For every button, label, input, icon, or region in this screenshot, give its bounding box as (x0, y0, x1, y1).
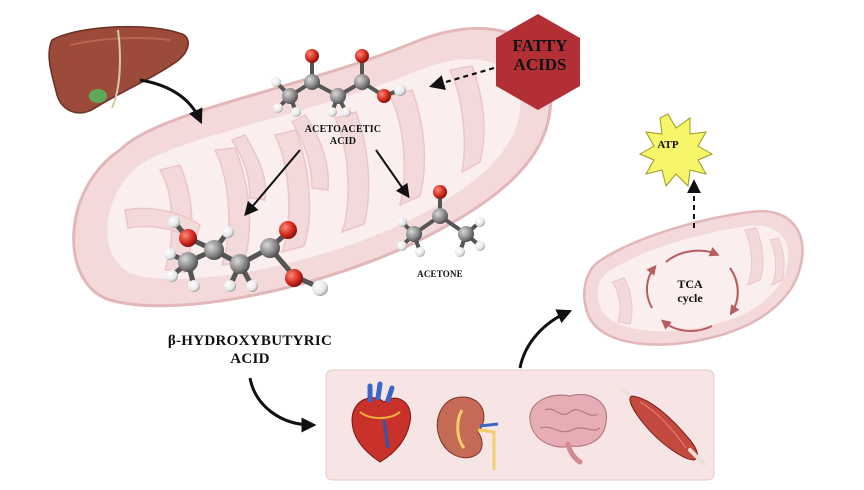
atp-starburst (638, 113, 714, 188)
bhb-label-line2: ACID (230, 351, 270, 367)
tca-cycle-label-line1: TCA (677, 277, 703, 291)
organ-panel (325, 369, 715, 481)
tca-cycle-arrows (646, 247, 740, 332)
liver-icon (48, 25, 189, 114)
acetoacetic-acid-label: ACETOACETIC ACID (288, 124, 398, 148)
fatty-acids-label-line2: ACIDS (513, 55, 567, 74)
tca-cycle-label-line2: cycle (677, 291, 703, 305)
acetone-molecule (397, 185, 485, 257)
acetoacetic-acid-label-line2: ACID (329, 136, 357, 147)
mitochondrion-small (583, 209, 804, 346)
bhb-to-organs-arrow (248, 377, 317, 433)
fatty-acids-to-acetoacetic-arrow (429, 66, 495, 90)
fatty-acids-label-line1: FATTY (512, 36, 568, 55)
acetoacetic-acid-molecule (271, 49, 406, 117)
fatty-acids-hexagon (496, 14, 580, 110)
tca-cycle-label: TCA cycle (655, 277, 725, 305)
liver-to-mito-arrow (139, 78, 203, 125)
kidney-icon (436, 396, 499, 470)
bhb-label-line1: β-HYDROXYBUTYRIC (167, 333, 333, 349)
acetoacetic-acid-label-line1: ACETOACETIC (304, 124, 382, 135)
organs-to-tca-arrow (518, 309, 573, 369)
fatty-acids-label: FATTY ACIDS (495, 36, 585, 74)
bhb-molecule (164, 216, 328, 296)
atp-label: ATP (657, 139, 679, 151)
heart-icon (351, 381, 412, 463)
brain-icon (529, 393, 608, 465)
muscle-icon (620, 388, 706, 466)
acetone-label: ACETONE (417, 269, 463, 279)
acetoacetic-to-bhb-arrow (244, 149, 301, 217)
acetoacetic-to-acetone-arrow (375, 149, 410, 199)
bhb-label: β-HYDROXYBUTYRIC ACID (140, 332, 360, 368)
